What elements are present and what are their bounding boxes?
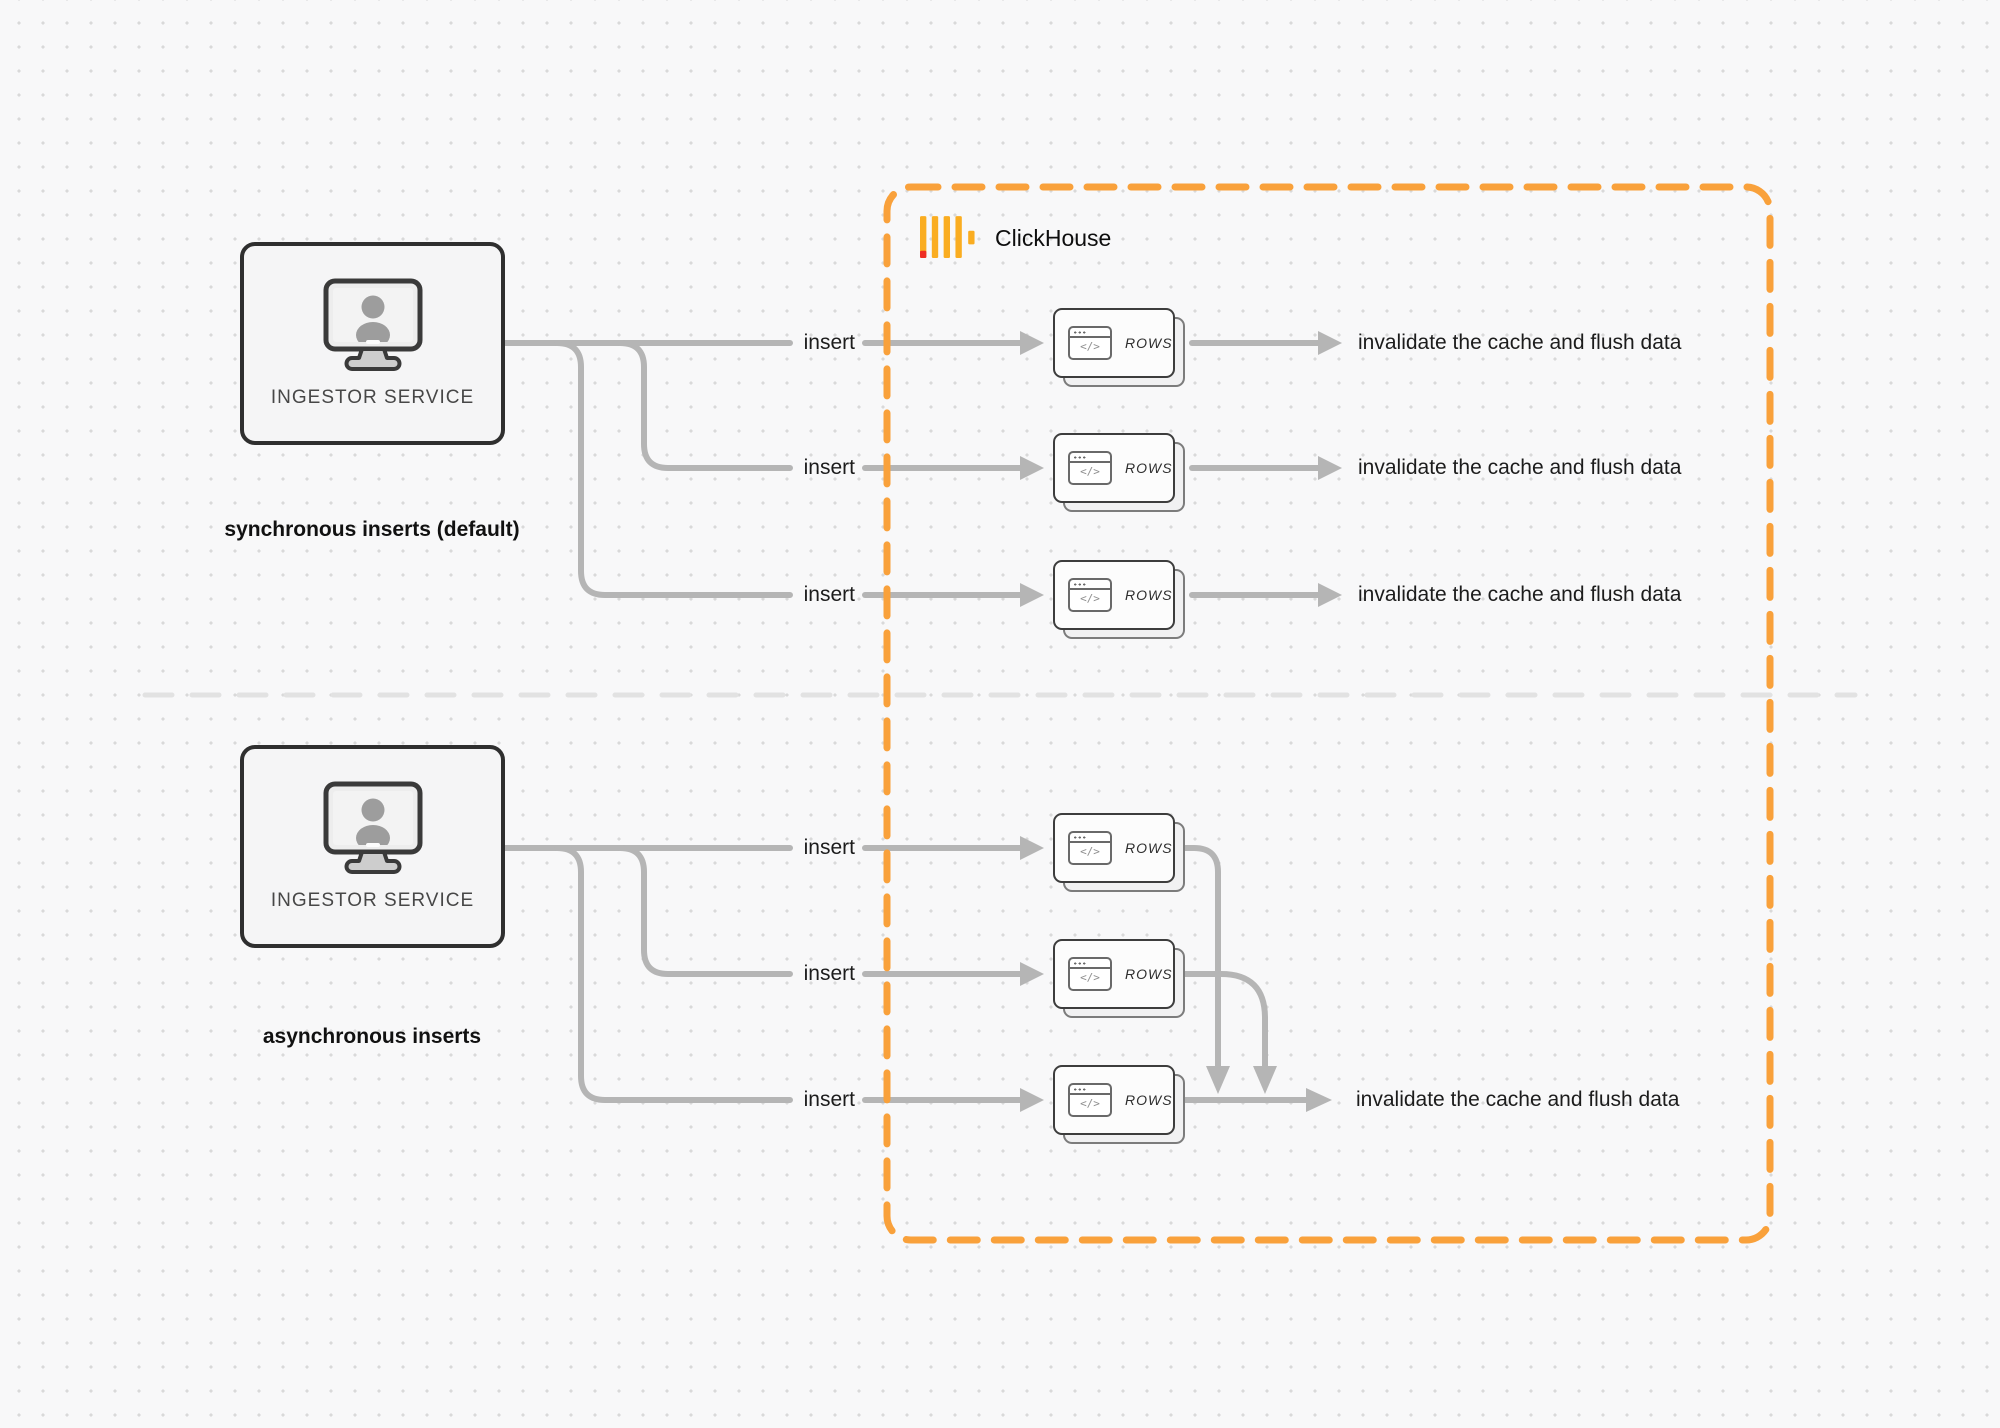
code-window-icon: </> [1068, 831, 1112, 865]
window-dots-icon [1073, 582, 1086, 586]
insert-label: insert [803, 962, 855, 985]
async-drop-2 [1180, 971, 1268, 1071]
arrowheads [1020, 331, 1342, 1112]
code-glyph: </> [1080, 971, 1100, 984]
code-glyph: </> [1080, 465, 1100, 478]
async-section-label: asynchronous inserts [262, 1025, 482, 1048]
monitor-user-icon [323, 781, 422, 874]
rows-card: </> ROWS [1053, 308, 1185, 387]
rows-label: ROWS [1125, 966, 1173, 982]
window-dots-icon [1073, 1087, 1086, 1091]
insert-label: insert [803, 1088, 855, 1111]
clickhouse-logo-icon [920, 216, 975, 258]
insert-label: insert [803, 836, 855, 859]
arrowhead-down-icon [1253, 1066, 1277, 1094]
arrowhead-right-icon [1020, 836, 1044, 860]
insert-label: insert [803, 331, 855, 354]
code-window-icon: </> [1068, 451, 1112, 485]
rows-card: </> ROWS [1053, 433, 1185, 512]
monitor-user-icon [323, 278, 422, 371]
clickhouse-name: ClickHouse [995, 224, 1112, 251]
result-label: invalidate the cache and flush data [1358, 331, 1682, 354]
code-window-icon: </> [1068, 957, 1112, 991]
result-label: invalidate the cache and flush data [1356, 1088, 1680, 1111]
window-dots-icon [1073, 455, 1086, 459]
clickhouse-header: ClickHouse [920, 215, 1111, 261]
code-window-icon: </> [1068, 326, 1112, 360]
insert-label: insert [803, 583, 855, 606]
arrowhead-down-icon [1206, 1066, 1230, 1094]
rows-label: ROWS [1125, 335, 1173, 351]
window-dots-icon [1073, 835, 1086, 839]
person-icon [355, 798, 390, 845]
async-line-row3 [554, 845, 793, 1103]
rows-card: </> ROWS [1053, 1065, 1185, 1144]
window-dots-icon [1073, 961, 1086, 965]
arrowhead-right-icon [1020, 962, 1044, 986]
result-label: invalidate the cache and flush data [1358, 583, 1682, 606]
sync-line-row2 [617, 340, 793, 471]
arrowhead-right-icon [1306, 1088, 1332, 1112]
rows-card-front: </> ROWS [1053, 939, 1175, 1009]
insert-label: insert [803, 456, 855, 479]
sync-section-label: synchronous inserts (default) [224, 518, 520, 541]
rows-card-front: </> ROWS [1053, 813, 1175, 883]
async-line-row2 [617, 845, 793, 977]
ingestor-service-box-sync: INGESTOR SERVICE [240, 242, 505, 445]
rows-card: </> ROWS [1053, 939, 1185, 1018]
code-glyph: </> [1080, 592, 1100, 605]
rows-label: ROWS [1125, 840, 1173, 856]
rows-label: ROWS [1125, 587, 1173, 603]
arrowhead-right-icon [1020, 331, 1044, 355]
rows-label: ROWS [1125, 460, 1173, 476]
rows-card-front: </> ROWS [1053, 560, 1175, 630]
rows-label: ROWS [1125, 1092, 1173, 1108]
ingestor-service-label: INGESTOR SERVICE [270, 387, 475, 408]
arrowhead-right-icon [1318, 583, 1342, 607]
window-dots-icon [1073, 330, 1086, 334]
rows-card: </> ROWS [1053, 813, 1185, 892]
code-glyph: </> [1080, 845, 1100, 858]
connector-lines [502, 340, 1321, 1103]
arrowhead-right-icon [1020, 1088, 1044, 1112]
rows-card-front: </> ROWS [1053, 1065, 1175, 1135]
code-window-icon: </> [1068, 1083, 1112, 1117]
arrowhead-right-icon [1020, 456, 1044, 480]
clickhouse-boundary [883, 183, 1774, 1244]
result-label: invalidate the cache and flush data [1358, 456, 1682, 479]
rows-card: </> ROWS [1053, 560, 1185, 639]
async-drop-1 [1180, 845, 1221, 1071]
code-glyph: </> [1080, 340, 1100, 353]
sync-line-row3 [554, 340, 793, 598]
code-window-icon: </> [1068, 578, 1112, 612]
rows-card-front: </> ROWS [1053, 433, 1175, 503]
ingestor-service-label: INGESTOR SERVICE [270, 890, 475, 911]
ingestor-service-box-async: INGESTOR SERVICE [240, 745, 505, 948]
arrowhead-right-icon [1020, 583, 1044, 607]
arrowhead-right-icon [1318, 456, 1342, 480]
code-glyph: </> [1080, 1097, 1100, 1110]
arrowhead-right-icon [1318, 331, 1342, 355]
person-icon [355, 295, 390, 342]
rows-card-front: </> ROWS [1053, 308, 1175, 378]
